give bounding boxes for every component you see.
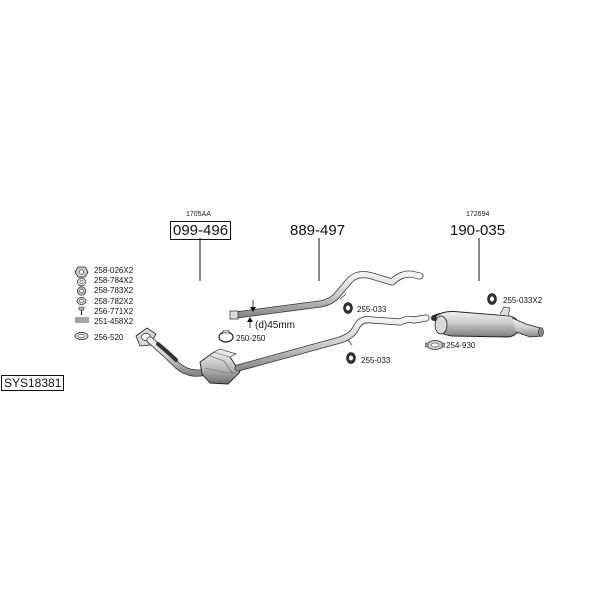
hardware-icons	[74, 266, 89, 340]
hardware-item-label[interactable]: 258-784X2	[94, 276, 134, 285]
pipe-clamp-icon	[425, 340, 445, 350]
front-pipe	[135, 327, 210, 377]
rubber-hanger-icon	[343, 302, 353, 314]
front-pipe-part-number[interactable]: 099-496	[170, 221, 232, 240]
system-id: SYS18381	[1, 375, 65, 391]
gasket-ring-icon	[74, 332, 89, 340]
rear-clamp-label[interactable]: 254-930	[446, 341, 476, 350]
clamp-label[interactable]: 250-250	[236, 334, 266, 343]
washer-icon	[77, 277, 86, 287]
hardware-item-label[interactable]: 251-458X2	[94, 317, 134, 326]
clamp-icon	[218, 330, 234, 343]
hanger-label[interactable]: 255-033	[361, 356, 391, 365]
lock-washer-icon	[76, 286, 87, 296]
spring-icon	[76, 297, 87, 305]
front-pipe-ref: 1705AA	[186, 211, 211, 218]
hardware-item-label[interactable]: 258-782X2	[94, 297, 134, 306]
diameter-note: (d)45mm	[255, 320, 296, 331]
rear-silencer	[431, 306, 544, 338]
middle-pipe-part-number[interactable]: 889-497	[290, 222, 346, 239]
bolt-icon	[78, 306, 85, 315]
hardware-item-label[interactable]: 258-783X2	[94, 286, 134, 295]
catalytic-converter	[199, 348, 241, 385]
rubber-hanger-icon	[487, 293, 497, 305]
spring-coil-icon	[75, 317, 89, 323]
hardware-item-label[interactable]: 256-520	[94, 333, 124, 342]
diameter-arrows	[247, 300, 256, 328]
hardware-item-label[interactable]: 256-771X2	[94, 307, 134, 316]
middle-pipe	[229, 270, 424, 320]
rubber-hanger-icon	[346, 352, 356, 364]
hardware-item-label[interactable]: 258-026X2	[94, 266, 134, 275]
hanger-label[interactable]: 255-033	[357, 305, 387, 314]
nut-icon	[74, 266, 89, 278]
hanger-label[interactable]: 255-033X2	[503, 296, 543, 305]
rear-silencer-part-number[interactable]: 190-035	[450, 222, 506, 239]
intermediate-pipe-lower	[234, 314, 430, 372]
rear-silencer-ref: 172694	[466, 211, 490, 218]
